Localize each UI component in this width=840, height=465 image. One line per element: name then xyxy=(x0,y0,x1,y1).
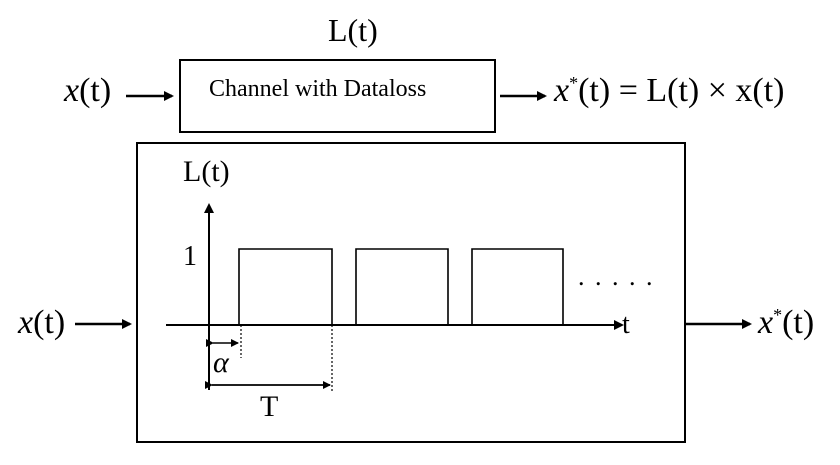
pulse-2 xyxy=(355,248,449,325)
top-input-label: x(t) xyxy=(64,72,111,110)
top-output-label: x*(t) = L(t) × x(t) xyxy=(554,72,785,110)
bottom-input-arg: (t) xyxy=(33,304,66,341)
bottom-input-var: x xyxy=(18,304,34,341)
plot-y-label: L(t) xyxy=(183,155,230,188)
channel-box xyxy=(179,59,496,133)
bottom-output-var: x xyxy=(758,304,774,341)
system-box xyxy=(136,142,686,443)
channel-label: Channel with Dataloss xyxy=(209,76,427,102)
period-T-label: T xyxy=(260,390,279,423)
top-input-var: x xyxy=(64,72,80,109)
pulse-3 xyxy=(471,248,564,325)
bottom-output-arg: (t) xyxy=(782,304,815,341)
top-output-arg: (t) xyxy=(578,72,611,109)
bottom-input-label: x(t) xyxy=(18,304,65,342)
bottom-output-star: * xyxy=(773,305,783,325)
alpha-label: α xyxy=(213,346,229,379)
bottom-output-label: x*(t) xyxy=(758,304,814,342)
plot-dots: . . . . . xyxy=(578,262,655,291)
top-output-var: x xyxy=(554,72,570,109)
top-output-rhs: = L(t) × x(t) xyxy=(618,72,785,109)
plot-t-label: t xyxy=(622,309,630,340)
pulse-1 xyxy=(238,248,333,325)
top-lt-label: L(t) xyxy=(328,12,378,48)
top-input-arg: (t) xyxy=(79,72,112,109)
plot-one-label: 1 xyxy=(183,241,197,272)
top-output-star: * xyxy=(569,73,579,93)
